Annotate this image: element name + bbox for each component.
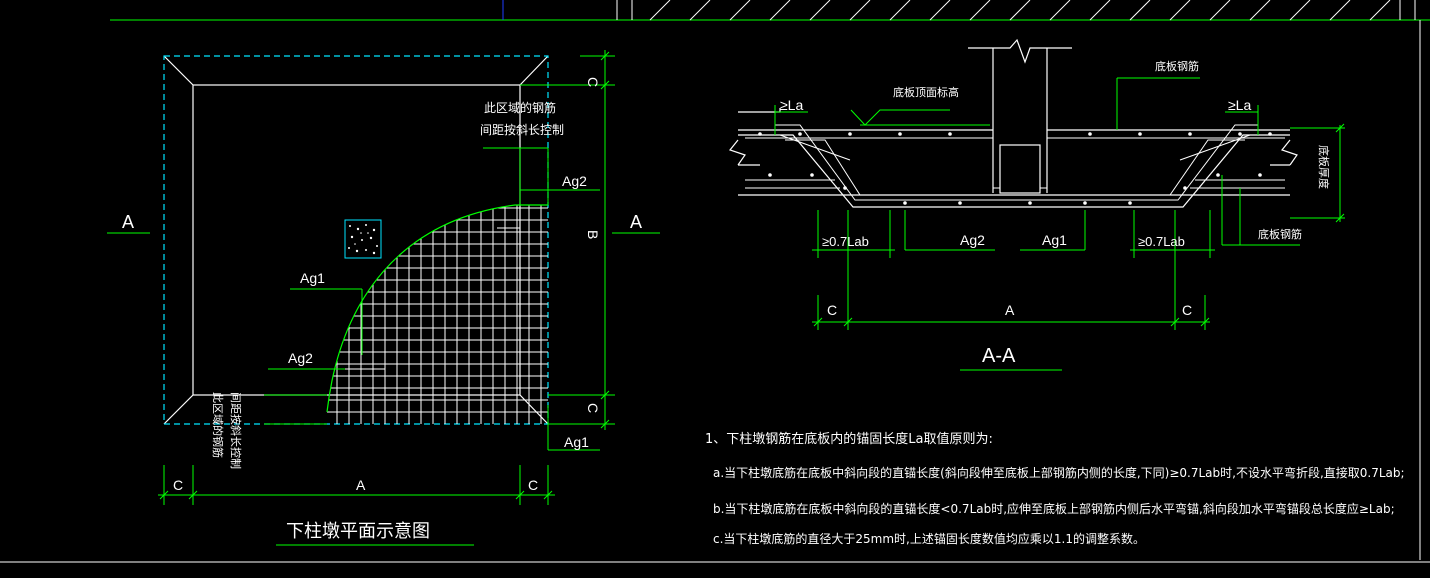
section-label-ag2: Ag2: [960, 232, 985, 248]
slab-outline: [728, 108, 1298, 208]
plan-dim-c-top: C: [585, 77, 601, 87]
section-dim-a: A: [1005, 302, 1015, 318]
rebar-dots: [758, 132, 1272, 205]
note-line-4: c.当下柱墩底筋的直径大于25mm时,上述锚固长度数值均应乘以1.1的调整系数。: [713, 532, 1145, 546]
plan-note-left-line2: 间距按斜长控制: [229, 392, 243, 469]
plan-dim-c-bottom: C: [585, 403, 601, 413]
plan-note-top-line1: 此区域的钢筋: [484, 100, 556, 115]
hatch-strip: [649, 0, 1391, 21]
grid-boundary-arc: [326, 204, 548, 413]
plan-arrow-ticks: [345, 227, 520, 370]
section-label-slab-rebar-top: 底板钢筋: [1155, 59, 1199, 73]
plan-dim-b: B: [585, 230, 601, 239]
section-dim-c-left: C: [827, 302, 837, 318]
plan-dimensions: [107, 50, 660, 546]
section-dimensions: [774, 77, 1345, 371]
section-label-slab-thickness: 底板厚度: [1317, 145, 1331, 189]
plan-note-top-line2: 间距按斜长控制: [480, 123, 564, 137]
plan-view: C C B A A C A C 此区域的钢筋 间距按斜长控制 此区域的钢筋 间距…: [107, 50, 660, 546]
note-line-2: a.当下柱墩底筋在底板中斜向段的直锚长度(斜向段伸至底板上部钢筋内侧的长度,下同…: [713, 466, 1405, 480]
section-dim-c-right: C: [1182, 302, 1192, 318]
section-title: A-A: [982, 345, 1016, 367]
section-label-ag1: Ag1: [1042, 232, 1067, 248]
column-outline: [968, 38, 1072, 194]
section-label-lab-right: ≥0.7Lab: [1138, 234, 1185, 249]
plan-label-ag2-left: Ag2: [288, 350, 313, 366]
pier-outline: [163, 55, 549, 425]
section-anchor-ticks: [779, 134, 1251, 161]
plan-title: 下柱墩平面示意图: [286, 521, 430, 542]
plan-label-ag2-top: Ag2: [562, 173, 587, 189]
section-label-la-left: ≥La: [780, 97, 803, 113]
section-label-slab-rebar-right: 底板钢筋: [1258, 227, 1302, 241]
note-line-3: b.当下柱墩底筋在底板中斜向段的直锚长度<0.7Lab时,应伸至底板上部钢筋内侧…: [713, 502, 1395, 516]
plan-dim-a-bottom: A: [356, 477, 366, 493]
plan-label-ag1-mid: Ag1: [300, 270, 325, 286]
column-hatch-box: [344, 219, 382, 259]
section-label-la-right: ≥La: [1228, 97, 1251, 113]
column-hatch-dots: [348, 224, 378, 255]
slab-rebars: [745, 124, 1285, 201]
plan-section-a-left: A: [122, 212, 134, 232]
section-label-lab-left: ≥0.7Lab: [822, 234, 869, 249]
section-view: ≥La ≥La 底板顶面标高 底板钢筋 底板厚度 底板钢筋 ≥0.7Lab ≥0…: [728, 38, 1345, 371]
plan-note-left-line1: 此区域的钢筋: [211, 392, 225, 458]
section-label-slab-top-elev: 底板顶面标高: [893, 85, 959, 99]
top-border: [110, 0, 1430, 21]
plan-dim-c-right: C: [528, 477, 538, 493]
plan-label-ag1-bottom: Ag1: [564, 434, 589, 450]
pier-dashed-outline: [163, 55, 549, 425]
note-line-1: 1、下柱墩钢筋在底板内的锚固长度La取值原则为:: [705, 432, 993, 447]
plan-section-a-right: A: [630, 212, 642, 232]
plan-dim-c-left: C: [173, 477, 183, 493]
